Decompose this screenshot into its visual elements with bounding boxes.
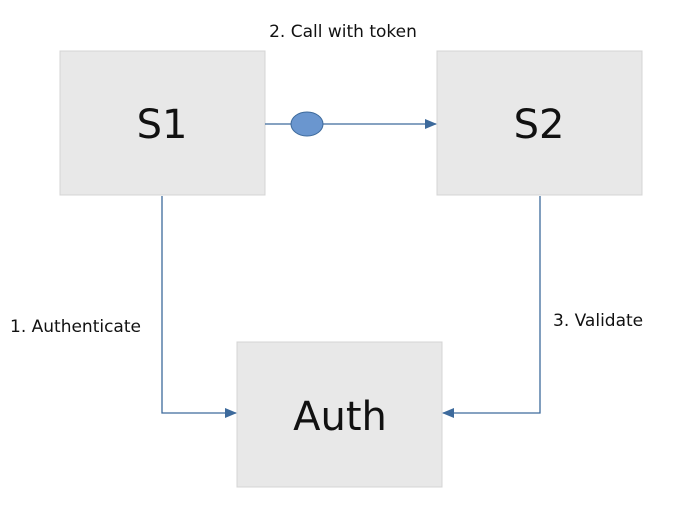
node-s1-label: S1 [137, 102, 188, 148]
node-auth: Auth [236, 341, 443, 488]
node-s2-box [436, 50, 643, 196]
node-s1: S1 [59, 50, 266, 196]
node-s2-label: S2 [514, 102, 565, 148]
edge-authenticate-label: 1. Authenticate [10, 317, 141, 337]
edge-validate [442, 196, 541, 418]
edge-validate-label: 3. Validate [553, 311, 643, 331]
edge-authenticate [161, 196, 237, 418]
edge-call-with-token-label: 2. Call with token [269, 22, 417, 42]
node-s1-box [59, 50, 266, 196]
node-s2: S2 [436, 50, 643, 196]
node-auth-label: Auth [293, 394, 387, 440]
token-icon [290, 111, 324, 137]
node-auth-box [236, 341, 443, 488]
